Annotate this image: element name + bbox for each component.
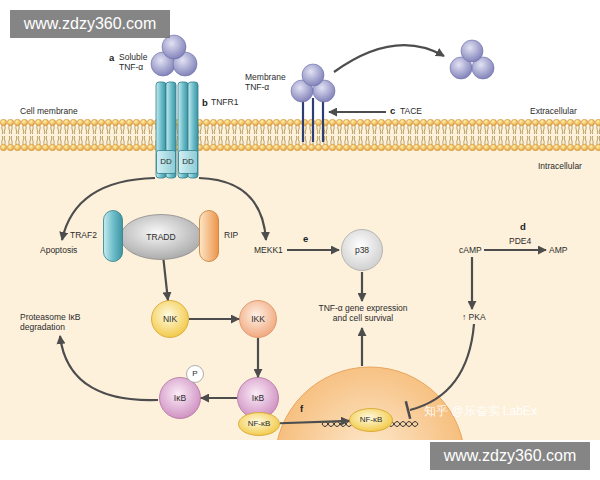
outcome-label: Apoptosis: [40, 245, 77, 255]
pathway-arrow: [201, 397, 237, 399]
signal-arrow: [484, 249, 546, 251]
node-label: RIP: [224, 230, 238, 240]
pathway-arrow: [280, 421, 349, 423]
inhibition-line: [410, 324, 474, 410]
transcription-factor: NF-κB: [349, 408, 393, 432]
node-label: IκB: [174, 393, 186, 403]
death-domain: DD: [156, 150, 176, 174]
node-shape: [179, 151, 198, 174]
molecule-label: AMP: [549, 245, 567, 255]
pathway-arrow: [164, 260, 168, 300]
signal-arrow: [287, 249, 339, 251]
callout-letter: a: [109, 52, 114, 63]
enzyme-label: TACE: [400, 106, 422, 116]
node-shape: [121, 215, 202, 260]
region-label: Extracellular: [530, 106, 577, 116]
node-label: DD: [182, 157, 194, 167]
inhibitor-protein: IκB: [159, 377, 201, 419]
node-shape: [157, 151, 176, 174]
signal-arrow: [471, 257, 473, 309]
release-arrow: [334, 45, 444, 72]
node-outline: [103, 210, 123, 262]
node-shape: [104, 211, 123, 262]
outcome-label: TNF-α gene expression and cell survival: [315, 303, 411, 323]
node-body: IκB: [159, 377, 201, 419]
cleavage-arrow: [329, 111, 386, 113]
kinase-node: NIK: [151, 300, 189, 338]
nucleus: [275, 367, 465, 440]
signal-arrow: [361, 272, 363, 301]
adaptor-protein: TRADD: [120, 214, 202, 260]
membrane-anchor: [302, 98, 304, 142]
node-shape: [239, 413, 280, 436]
membrane-anchor: [322, 98, 324, 142]
degradation-arrow: [60, 336, 158, 400]
kinase-node: p38: [341, 229, 383, 271]
death-domain: DD: [178, 150, 198, 174]
node-label: DD: [160, 157, 172, 167]
tnf-trimer-subunit: [162, 35, 186, 59]
node-label: IκB: [252, 393, 264, 403]
watermark: www.zdzy360.com: [430, 442, 590, 470]
pathway-arrow: [189, 318, 239, 320]
node-body: NF-κB: [238, 412, 280, 436]
node-body: IKK: [239, 300, 277, 338]
signal-arrow: [361, 328, 363, 366]
callout-letter: b: [202, 97, 208, 108]
membrane-anchor: [312, 98, 314, 142]
node-shape: [200, 211, 219, 262]
kinase-label: ↑ PKA: [462, 312, 486, 322]
node-shape: [160, 378, 201, 419]
node-label: NF-κB: [248, 419, 271, 429]
molecule-label: cAMP: [459, 245, 482, 255]
node-label: TRAF2: [70, 230, 97, 240]
adaptor-protein: TRAF2: [103, 210, 123, 262]
node-label: IKK: [251, 314, 265, 324]
node-body: TRADD: [120, 214, 202, 260]
molecule-label: Soluble TNF-α: [119, 52, 159, 72]
molecule-label: Membrane TNF-α: [245, 72, 289, 92]
node-label: TRADD: [146, 232, 175, 242]
node-shape: [342, 230, 383, 271]
node-body: DD: [178, 150, 198, 174]
node-body: NF-κB: [349, 408, 393, 432]
watermark: 知乎 @乐奋实 LabEx: [424, 404, 537, 418]
tnf-trimer-subunit: [461, 40, 483, 62]
node-shape: [187, 366, 204, 383]
node-label: NF-κB: [360, 415, 383, 425]
inhibition-bar: [406, 401, 410, 418]
region-label: Cell membrane: [20, 106, 78, 116]
lipid-bilayer: [0, 119, 600, 151]
node-label: P: [192, 369, 197, 379]
callout-letter: c: [390, 105, 395, 116]
watermark: www.zdzy360.com: [10, 10, 170, 38]
outcome-label: Proteasome IκB degradation: [20, 312, 88, 332]
node-body: p38: [341, 229, 383, 271]
kinase-node: IKK: [239, 300, 277, 338]
node-outline: [199, 210, 219, 262]
region-label: Intracellular: [538, 161, 582, 171]
node-body: P: [186, 365, 204, 383]
tnf-trimer-subunit: [302, 64, 324, 86]
pathway-arrow: [257, 338, 259, 377]
kinase-label: MEKK1: [254, 245, 283, 255]
node-shape: [152, 301, 189, 338]
node-body: DD: [156, 150, 176, 174]
node-label: NIK: [163, 314, 177, 324]
callout-letter: f: [300, 403, 303, 414]
enzyme-label: PDE4: [509, 236, 531, 246]
kinase-protein: RIP: [199, 210, 219, 262]
node-shape: [240, 301, 277, 338]
callout-letter: e: [303, 233, 308, 244]
phosphate-group: P: [186, 365, 204, 383]
node-label: p38: [355, 245, 369, 255]
cytoplasm: [0, 126, 600, 440]
transcription-factor: NF-κB: [238, 412, 280, 436]
node-shape: [350, 409, 393, 432]
molecule-label: TNFR1: [211, 97, 238, 107]
callout-letter: d: [520, 221, 526, 232]
node-body: NIK: [151, 300, 189, 338]
